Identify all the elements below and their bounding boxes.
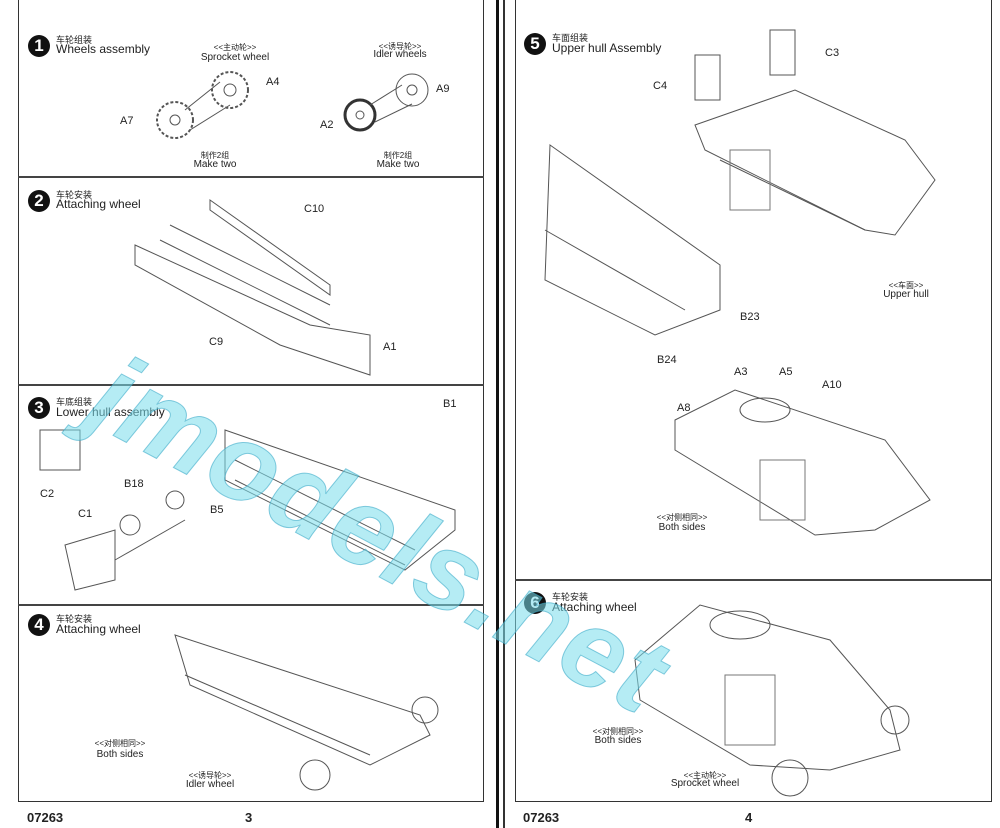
- caption-cn: 制作2组: [383, 151, 413, 160]
- step-title-cn: 车面组装: [552, 33, 589, 43]
- part-label: A10: [822, 379, 842, 391]
- step-title: Attaching wheel: [56, 197, 141, 211]
- step-number: 3: [28, 397, 50, 419]
- caption: Make two: [376, 159, 420, 170]
- caption: Both sides: [96, 749, 144, 760]
- part-label: C3: [825, 47, 840, 59]
- part-label: C2: [40, 488, 55, 500]
- step-title-cn: 车轮安装: [56, 614, 93, 624]
- divider: [18, 176, 484, 178]
- lower-hull-wheels-drawing: [174, 634, 439, 791]
- caption: Sprocket wheel: [670, 778, 740, 789]
- part-label: B18: [124, 478, 144, 490]
- part-label: A5: [779, 366, 793, 378]
- divider: [18, 604, 484, 606]
- caption-cn: 制作2组: [200, 151, 230, 160]
- step-number: 2: [28, 190, 50, 212]
- part-label: A2: [320, 119, 334, 131]
- part-label: C4: [653, 80, 668, 92]
- caption: Both sides: [658, 522, 706, 533]
- part-label: A3: [734, 366, 748, 378]
- part-label: A7: [120, 115, 134, 127]
- kit-code: 07263: [523, 810, 560, 825]
- caption: Idler wheel: [185, 779, 235, 790]
- step-title: Attaching wheel: [552, 600, 637, 614]
- caption: Sprocket wheel: [200, 52, 270, 63]
- road-wheels-drawing: [134, 199, 371, 376]
- step-number: 6: [524, 592, 546, 614]
- caption-cn: <<车面>>: [888, 281, 924, 290]
- caption-cn: <<主动轮>>: [683, 771, 727, 780]
- caption-cn: <<主动轮>>: [213, 43, 257, 52]
- caption: Upper hull: [883, 289, 929, 300]
- part-label: A1: [383, 341, 397, 353]
- divider: [515, 579, 992, 581]
- tank-with-wheel-drawing: [634, 604, 910, 797]
- sprocket-wheel-drawing: [156, 71, 249, 139]
- caption-cn: <<对侧相同>>: [656, 513, 708, 522]
- step-title: Wheels assembly: [56, 42, 151, 56]
- left-page-frame: [18, 0, 484, 802]
- step-title-cn: 车轮安装: [56, 190, 93, 200]
- page-number: 4: [745, 810, 753, 825]
- step-title: Lower hull assembly: [56, 405, 165, 419]
- step-title-cn: 车轮组装: [56, 35, 93, 45]
- caption-cn: <<诱导轮>>: [378, 42, 422, 51]
- spine-divider: [503, 0, 505, 828]
- step-number: 4: [28, 614, 50, 636]
- lower-hull-drawing: [39, 429, 456, 591]
- step-title-cn: 车轮安装: [552, 592, 589, 602]
- part-label: A8: [677, 402, 691, 414]
- part-label: C1: [78, 508, 93, 520]
- caption: Idler wheels: [373, 49, 427, 60]
- part-label: A9: [436, 83, 450, 95]
- part-label: B5: [210, 504, 224, 516]
- page-number: 3: [245, 810, 253, 825]
- kit-code: 07263: [27, 810, 64, 825]
- divider: [18, 384, 484, 386]
- part-label: B23: [740, 311, 760, 323]
- step-number: 5: [524, 33, 546, 55]
- step-number: 1: [28, 35, 50, 57]
- part-label: A4: [266, 76, 280, 88]
- step-title: Upper hull Assembly: [552, 41, 662, 55]
- caption-cn: <<对侧相同>>: [592, 727, 644, 736]
- spine-divider: [496, 0, 499, 828]
- part-label: C10: [304, 203, 325, 215]
- right-page-frame: [515, 0, 992, 802]
- idler-wheel-drawing: [343, 73, 429, 132]
- step-title: Attaching wheel: [56, 622, 141, 636]
- caption-cn: <<诱导轮>>: [188, 771, 232, 780]
- part-label: B1: [443, 398, 457, 410]
- part-label: B24: [657, 354, 677, 366]
- caption-cn: <<对侧相同>>: [94, 739, 146, 748]
- caption: Make two: [193, 159, 237, 170]
- upper-hull-drawing: [544, 29, 936, 536]
- step-title-cn: 车底组装: [56, 397, 93, 407]
- caption: Both sides: [594, 735, 642, 746]
- part-label: C9: [209, 336, 224, 348]
